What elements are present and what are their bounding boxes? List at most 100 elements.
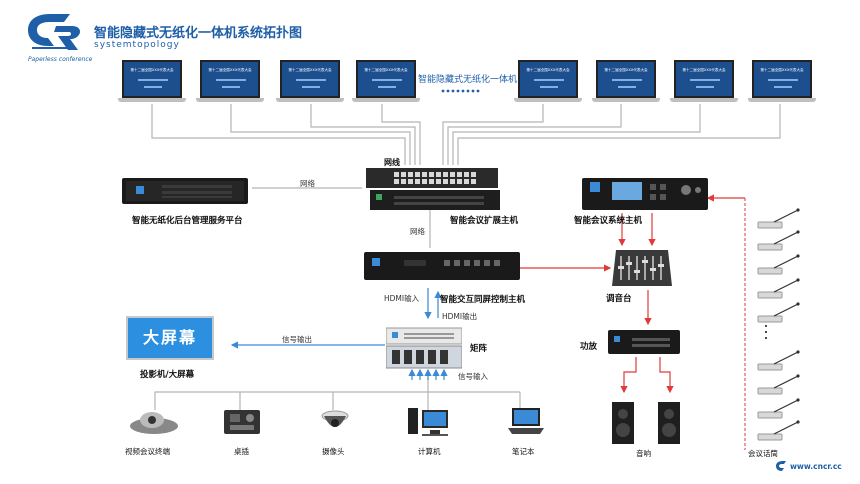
desk-socket-icon <box>224 410 260 434</box>
computer-icon <box>408 408 448 436</box>
signal-out-label: 信号输出 <box>282 335 312 344</box>
laptop-screen-text: 第十二届全国XXX代表大会 <box>130 68 174 72</box>
laptop-base <box>118 98 186 102</box>
switch-device-icon <box>366 168 500 210</box>
laptop-screen-bar <box>222 86 240 88</box>
mic-label: 会议话筒 <box>748 449 778 458</box>
mic-icon <box>757 230 800 251</box>
expansion-host-label: 智能会议扩展主机 <box>450 216 519 226</box>
laptop-screen: 第十二届全国XXX代表大会 <box>122 60 182 98</box>
mic-4 <box>752 278 804 300</box>
page-subtitle: systemtopology <box>94 40 180 50</box>
laptop-screen: 第十二届全国XXX代表大会 <box>752 60 812 98</box>
system-host-device-icon <box>582 178 708 210</box>
laptop-screen-bar <box>612 79 642 81</box>
laptop-7: 第十二届全国XXX代表大会 <box>670 60 738 106</box>
laptop-screen-text: 第十二届全国XXX代表大会 <box>604 68 648 72</box>
mic-icon <box>757 208 800 229</box>
laptop-screen-bar <box>138 79 168 81</box>
laptop-screen-bar <box>372 79 402 81</box>
laptop-base <box>276 98 344 102</box>
laptop-screen-bar <box>540 86 558 88</box>
laptop-screen-bar <box>378 86 396 88</box>
laptop-screen-bar <box>618 86 636 88</box>
interactive-host-label: 智能交互同屏控制主机 <box>440 295 526 305</box>
mic-icon <box>757 398 800 419</box>
laptop-4: 第十二届全国XXX代表大会 <box>352 60 420 106</box>
notebook-label: 笔记本 <box>512 447 535 456</box>
camera-icon <box>321 410 349 427</box>
laptop-screen-bar <box>696 86 714 88</box>
mic-6 <box>752 350 804 372</box>
network-label-2: 网络 <box>410 227 425 236</box>
mic-icon <box>757 420 800 441</box>
mic-2 <box>752 230 804 252</box>
laptop-screen: 第十二届全国XXX代表大会 <box>280 60 340 98</box>
logo-icon <box>28 14 80 50</box>
page-title: 智能隐藏式无纸化一体机系统拓扑图 <box>94 26 303 41</box>
system-host-label: 智能会议系统主机 <box>574 216 643 226</box>
signal-in-label: 信号输入 <box>458 372 488 381</box>
notebook-icon <box>508 408 544 434</box>
mixer-device-icon <box>612 250 672 286</box>
laptop-screen-text: 第十二届全国XXX代表大会 <box>208 68 252 72</box>
laptop-screen-bar <box>216 79 246 81</box>
switch-top-label: 网线 <box>384 158 400 167</box>
laptop-screen: 第十二届全国XXX代表大会 <box>200 60 260 98</box>
laptop-base <box>196 98 264 102</box>
laptop-8: 第十二届全国XXX代表大会 <box>748 60 816 106</box>
laptop-base <box>592 98 660 102</box>
laptop-screen-text: 第十二届全国XXX代表大会 <box>526 68 570 72</box>
laptop-screen-bar <box>144 86 162 88</box>
mic-3 <box>752 254 804 276</box>
laptop-screen-bar <box>690 79 720 81</box>
laptop-screen-bar <box>296 79 326 81</box>
hdmi-out-label: HDMI输出 <box>442 312 478 321</box>
mic-9 <box>752 420 804 442</box>
laptop-base <box>670 98 738 102</box>
laptop-screen: 第十二届全国XXX代表大会 <box>356 60 416 98</box>
laptop-5: 第十二届全国XXX代表大会 <box>514 60 582 106</box>
bigscreen-text: 大屏幕 <box>142 328 197 347</box>
mic-8 <box>752 398 804 420</box>
laptop-screen-text: 第十二届全国XXX代表大会 <box>288 68 332 72</box>
network-label-1: 网络 <box>300 179 315 188</box>
mixer-label: 调音台 <box>606 294 632 304</box>
speaker-label: 音响 <box>636 449 651 458</box>
video-terminal-label: 视频会议终端 <box>125 447 170 456</box>
laptops-label: 智能隐藏式无纸化一体机 <box>418 75 518 85</box>
bigscreen-label: 投影机/大屏幕 <box>140 370 195 380</box>
laptop-screen-bar <box>534 79 564 81</box>
hdmi-in-label: HDMI输入 <box>384 294 420 303</box>
laptop-screen-text: 第十二届全国XXX代表大会 <box>760 68 804 72</box>
laptop-base <box>748 98 816 102</box>
laptop-6: 第十二届全国XXX代表大会 <box>592 60 660 106</box>
mic-5 <box>752 302 804 324</box>
mic-1 <box>752 208 804 230</box>
amplifier-device-icon <box>608 330 680 354</box>
interactive-host-device-icon <box>364 252 520 280</box>
laptop-screen-text: 第十二届全国XXX代表大会 <box>364 68 408 72</box>
laptop-screen: 第十二届全国XXX代表大会 <box>596 60 656 98</box>
server-device-icon <box>122 178 248 204</box>
laptop-screen-bar <box>768 79 798 81</box>
mic-icon <box>757 302 800 323</box>
logo-text: Paperless conference <box>28 56 93 63</box>
speaker-icon <box>612 402 680 444</box>
server-label: 智能无纸化后台管理服务平台 <box>132 216 243 226</box>
mic-icon <box>757 350 800 371</box>
laptop-screen: 第十二届全国XXX代表大会 <box>674 60 734 98</box>
footer-website: www.cncr.cc <box>790 462 842 471</box>
matrix-label: 矩阵 <box>470 344 488 354</box>
mic-icon <box>757 374 800 395</box>
mic-icon <box>757 278 800 299</box>
mic-icon <box>757 254 800 275</box>
laptop-1: 第十二届全国XXX代表大会 <box>118 60 186 106</box>
laptop-base <box>352 98 420 102</box>
laptop-screen-bar <box>774 86 792 88</box>
laptop-screen: 第十二届全国XXX代表大会 <box>518 60 578 98</box>
laptop-3: 第十二届全国XXX代表大会 <box>276 60 344 106</box>
camera-label: 摄像头 <box>322 447 345 456</box>
